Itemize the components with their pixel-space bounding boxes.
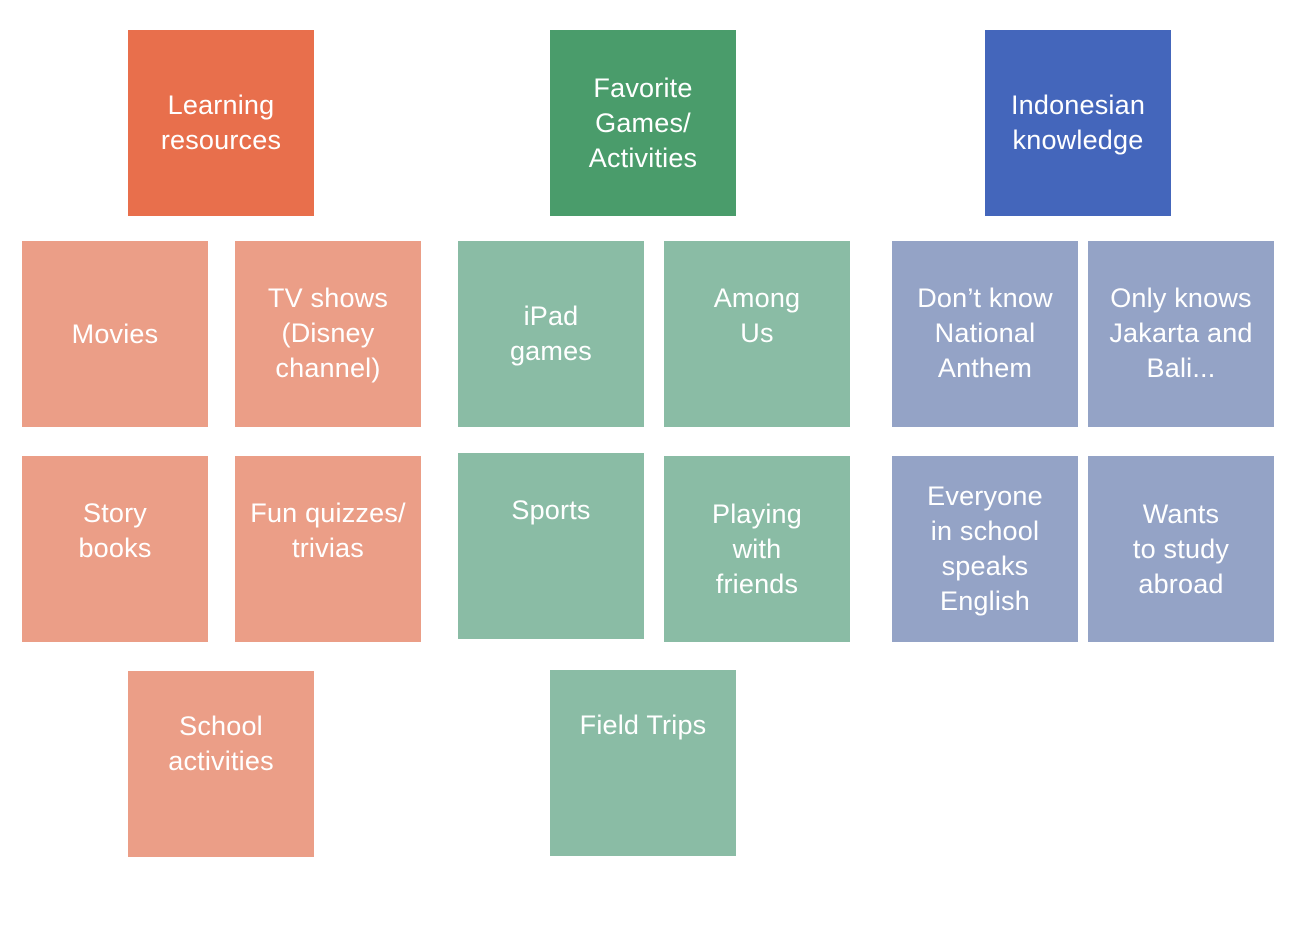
among-us-note-text: Among Us bbox=[713, 283, 801, 348]
national-anthem-note[interactable]: Don’t know National Anthem bbox=[892, 241, 1078, 427]
sports-note-text: Sports bbox=[511, 495, 591, 525]
study-abroad-note-text: Wants to study abroad bbox=[1132, 498, 1230, 599]
ipad-games-note[interactable]: iPad games bbox=[458, 241, 644, 427]
everyone-speaks-english-note-text: Everyone in school speaks English bbox=[927, 481, 1043, 616]
story-books-note-text: Story books bbox=[78, 498, 152, 563]
study-abroad-note[interactable]: Wants to study abroad bbox=[1088, 456, 1274, 642]
school-activities-note-text: School activities bbox=[168, 711, 274, 776]
jakarta-bali-note-text: Only knows Jakarta and Bali... bbox=[1109, 283, 1253, 383]
ipad-games-note-text: iPad games bbox=[509, 301, 593, 366]
learning-resources-header-text: Learning resources bbox=[160, 90, 282, 155]
story-books-note[interactable]: Story books bbox=[22, 456, 208, 642]
field-trips-note[interactable]: Field Trips bbox=[550, 670, 736, 856]
among-us-note[interactable]: Among Us bbox=[664, 241, 850, 427]
indonesian-knowledge-header-text: Indonesian knowledge bbox=[1010, 90, 1146, 155]
everyone-speaks-english-note[interactable]: Everyone in school speaks English bbox=[892, 456, 1078, 642]
field-trips-note-text: Field Trips bbox=[579, 710, 707, 740]
favorite-games-header-text: Favorite Games/ Activities bbox=[588, 72, 698, 173]
fun-quizzes-note-text: Fun quizzes/ trivias bbox=[250, 498, 406, 563]
learning-resources-header-note[interactable]: Learning resources bbox=[128, 30, 314, 216]
tv-shows-note[interactable]: TV shows (Disney channel) bbox=[235, 241, 421, 427]
indonesian-knowledge-header-note[interactable]: Indonesian knowledge bbox=[985, 30, 1171, 216]
sports-note[interactable]: Sports bbox=[458, 453, 644, 639]
jakarta-bali-note[interactable]: Only knows Jakarta and Bali... bbox=[1088, 241, 1274, 427]
tv-shows-note-text: TV shows (Disney channel) bbox=[267, 283, 389, 383]
favorite-games-header-note[interactable]: Favorite Games/ Activities bbox=[550, 30, 736, 216]
national-anthem-note-text: Don’t know National Anthem bbox=[917, 283, 1053, 383]
playing-with-friends-note[interactable]: Playing with friends bbox=[664, 456, 850, 642]
movies-note[interactable]: Movies bbox=[22, 241, 208, 427]
movies-note-text: Movies bbox=[71, 318, 159, 349]
fun-quizzes-note[interactable]: Fun quizzes/ trivias bbox=[235, 456, 421, 642]
school-activities-note[interactable]: School activities bbox=[128, 671, 314, 857]
playing-with-friends-note-text: Playing with friends bbox=[712, 498, 802, 599]
